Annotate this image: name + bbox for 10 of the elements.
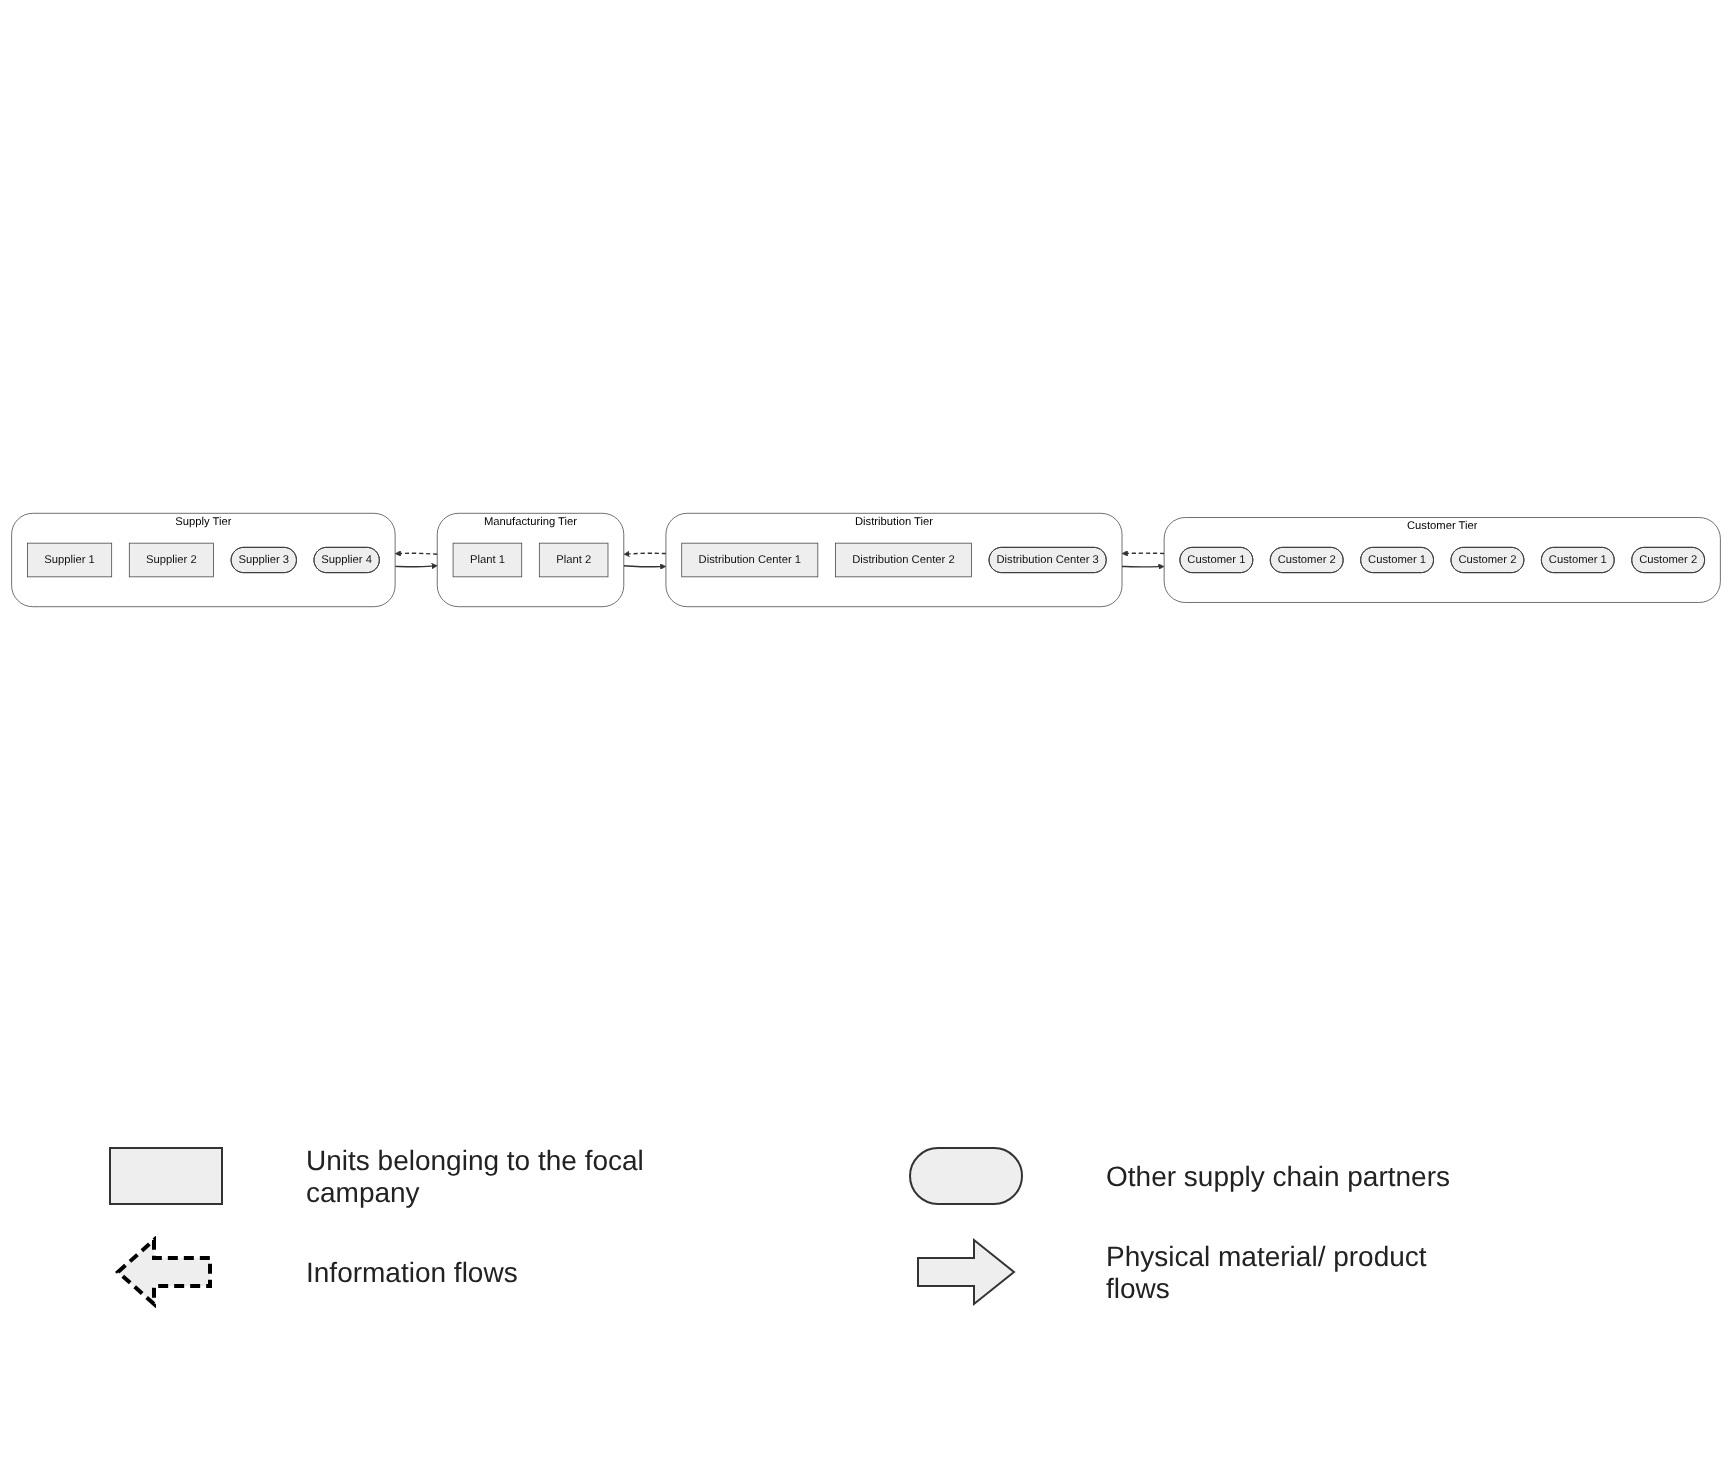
legend-label: Other supply chain partners bbox=[1106, 1160, 1450, 1192]
arrow bbox=[623, 550, 667, 557]
arrow bbox=[1121, 550, 1165, 557]
arrow bbox=[1121, 563, 1165, 570]
arrow bbox=[623, 563, 667, 570]
legend-label: Physical material/ product flows bbox=[1106, 1240, 1429, 1304]
arrow bbox=[394, 563, 438, 570]
legend-label: Units belonging to the focal campany bbox=[306, 1144, 646, 1208]
arrow bbox=[394, 550, 438, 557]
legend-label: Information flows bbox=[306, 1256, 518, 1288]
